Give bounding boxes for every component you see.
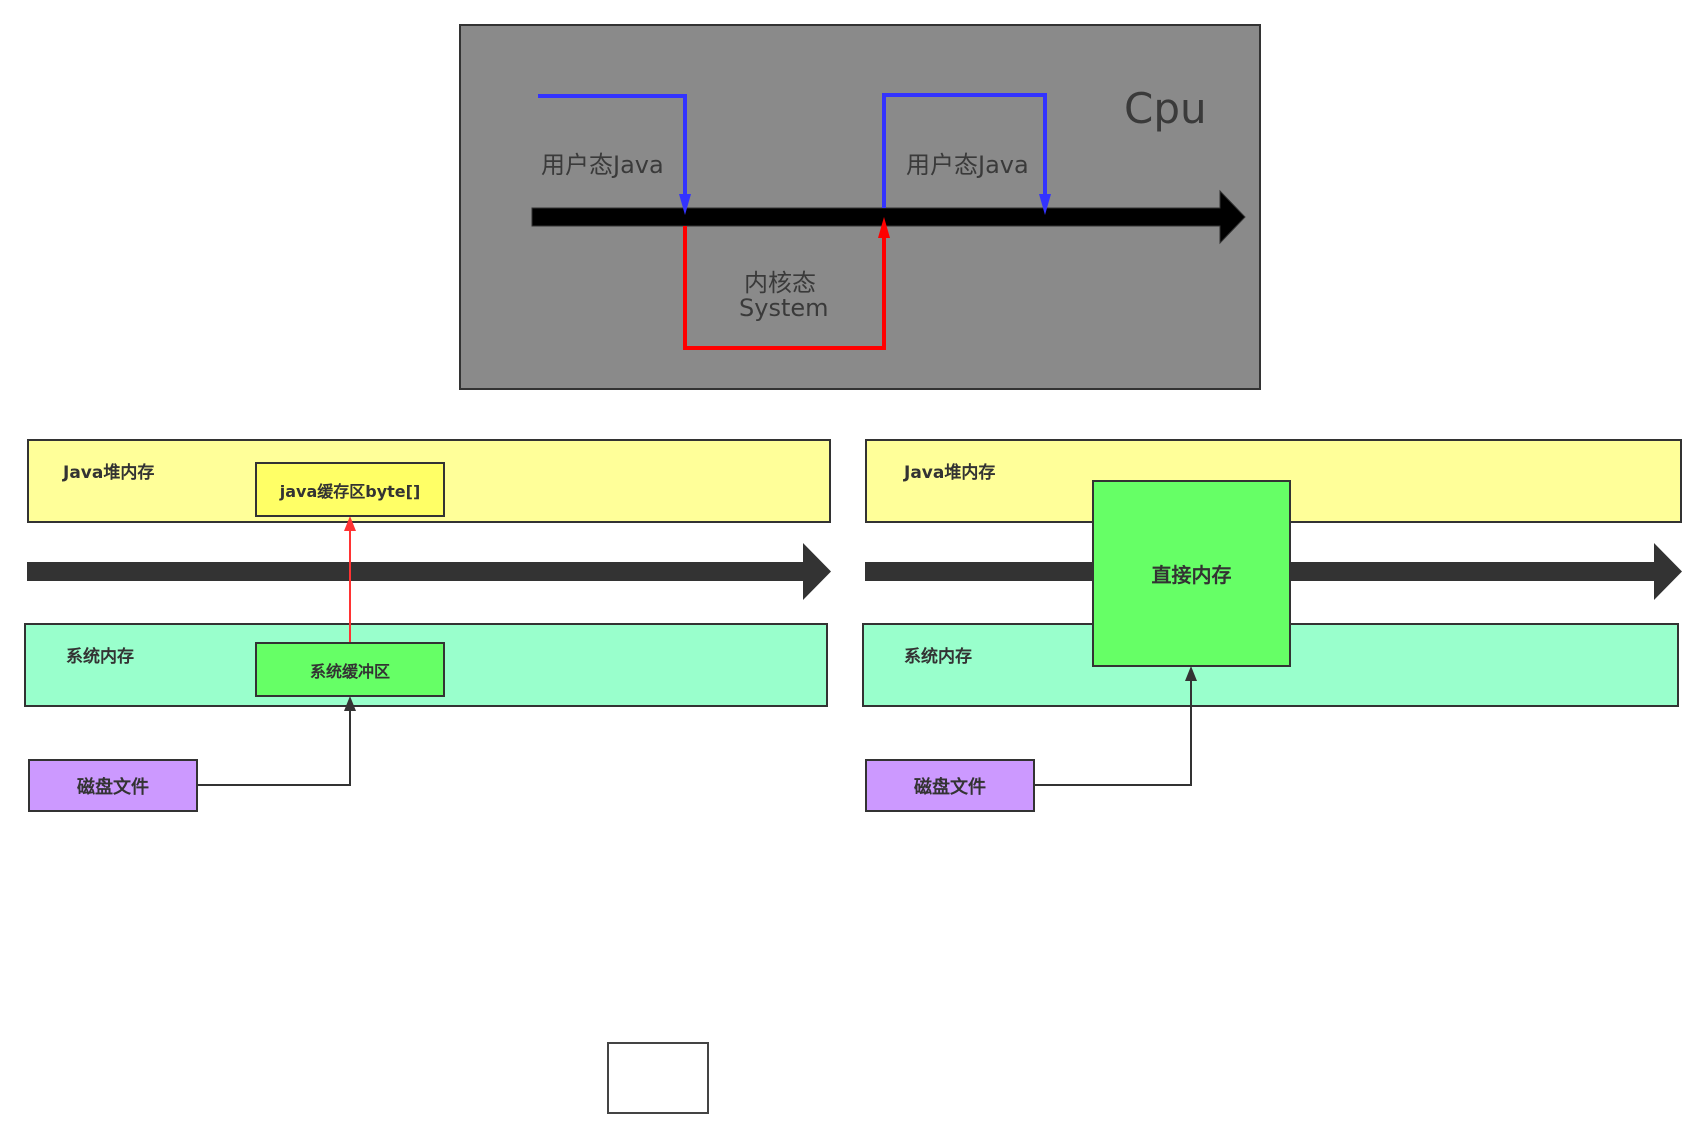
kernel-mode-path: [683, 226, 886, 350]
kernel-mode-label: 内核态: [744, 269, 816, 297]
direct-memory-box: 直接内存: [1092, 480, 1291, 667]
user-mode-label-1: 用户态Java: [541, 151, 664, 179]
right-disk-file-label: 磁盘文件: [914, 776, 986, 798]
user-mode-arrowhead-1: [679, 194, 691, 215]
left-copy-arrowhead: [344, 516, 356, 531]
right-java-heap-label: Java堆内存: [904, 463, 996, 483]
direct-memory-label: 直接内存: [1151, 563, 1232, 587]
left-read-arrow-line: [197, 710, 351, 786]
empty-shape-box[interactable]: [607, 1042, 709, 1114]
right-read-arrowhead: [1185, 666, 1197, 681]
user-mode-path-1: [538, 94, 687, 196]
cpu-timeline-arrow: [531, 189, 1246, 245]
left-system-memory-label: 系统内存: [66, 647, 134, 667]
left-java-heap-label: Java堆内存: [63, 463, 155, 483]
left-timeline-arrow: [27, 543, 831, 600]
left-disk-file-label: 磁盘文件: [77, 776, 149, 798]
right-read-arrow-line: [1035, 680, 1192, 786]
java-buffer-label: java缓存区byte[]: [279, 481, 421, 501]
user-mode-arrowhead-2: [1039, 194, 1051, 215]
kernel-mode-arrowhead: [878, 217, 890, 238]
user-mode-path-2: [882, 93, 1047, 208]
left-read-arrowhead: [344, 696, 356, 711]
cpu-diagram-panel: [459, 24, 1261, 390]
left-disk-file-box: 磁盘文件: [28, 759, 198, 812]
system-buffer-box: 系统缓冲区: [255, 642, 445, 697]
system-buffer-label: 系统缓冲区: [309, 661, 390, 681]
java-buffer-box: java缓存区byte[]: [255, 462, 445, 517]
user-mode-label-2: 用户态Java: [906, 151, 1029, 179]
right-disk-file-box: 磁盘文件: [865, 759, 1035, 812]
kernel-mode-sublabel: System: [739, 294, 829, 322]
cpu-title: Cpu: [1124, 84, 1207, 133]
right-system-memory-label: 系统内存: [904, 647, 972, 667]
